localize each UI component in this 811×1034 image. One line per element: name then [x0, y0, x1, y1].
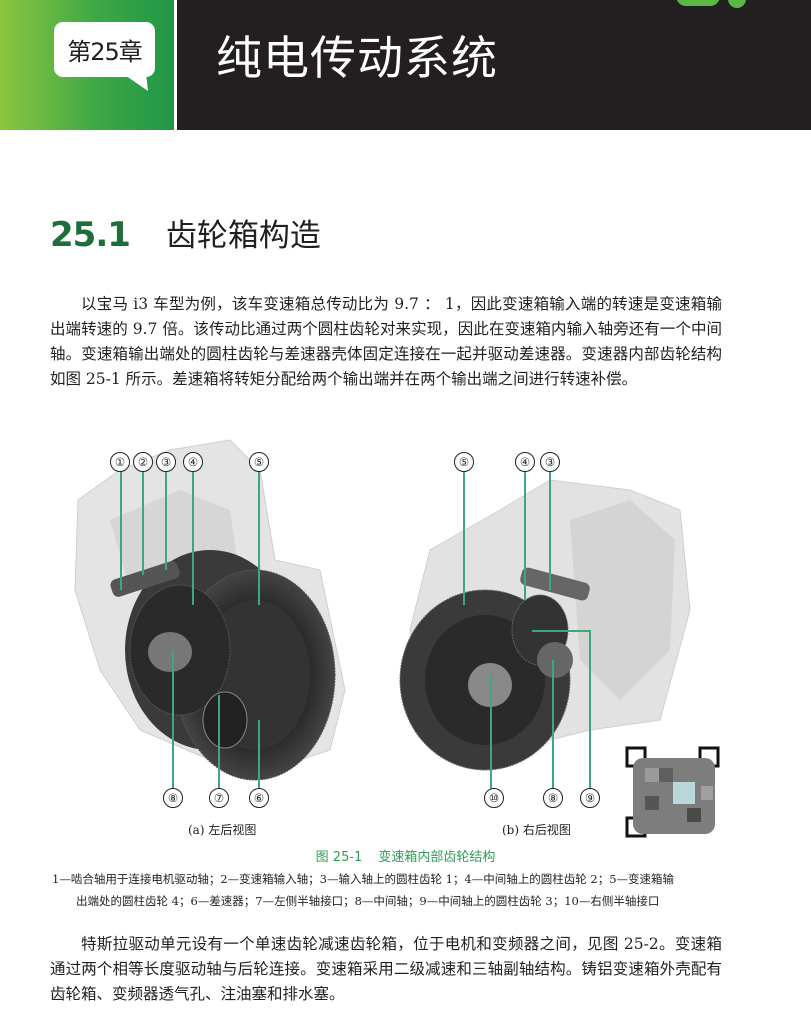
callout-1: ① — [110, 452, 130, 472]
callout-3: ③ — [156, 452, 176, 472]
leader-line — [258, 720, 260, 790]
leader-line — [172, 650, 174, 790]
gearbox-right-view-image — [399, 479, 691, 771]
figure-25-1: ① ② ③ ④ ⑤ ⑧ ⑦ ⑥ (a) 左后视图 ⑤ ④ ③ ⑩ ⑧ ⑨ (b)… — [60, 430, 740, 850]
figure-label: 图 25-1 — [315, 850, 363, 865]
leader-line — [142, 470, 144, 575]
leader-line — [532, 630, 590, 632]
callout-10: ⑩ — [484, 788, 504, 808]
figure-legend: 1—啮合轴用于连接电机驱动轴；2—变速箱输入轴；3—输入轴上的圆柱齿轮 1；4—… — [52, 868, 732, 912]
speech-bubble-tail-icon — [122, 73, 148, 91]
leader-line — [120, 470, 122, 590]
callout-6: ⑥ — [249, 788, 269, 808]
leader-line — [192, 470, 194, 605]
leader-line — [258, 470, 260, 605]
callout-8: ⑧ — [163, 788, 183, 808]
section-number: 25.1 — [50, 215, 131, 255]
leader-line — [490, 675, 492, 790]
legend-line-2: 出端处的圆柱齿轮 4；6—差速器；7—左侧半轴接口；8—中间轴；9—中间轴上的圆… — [76, 894, 660, 908]
chapter-header: 第25章 纯电传动系统 — [0, 0, 811, 130]
section-title: 齿轮箱构造 — [165, 218, 321, 254]
leader-line — [165, 470, 167, 570]
legend-line-1: 1—啮合轴用于连接电机驱动轴；2—变速箱输入轴；3—输入轴上的圆柱齿轮 1；4—… — [52, 872, 675, 886]
qr-code-icon[interactable] — [625, 746, 720, 838]
callout-5-right: ⑤ — [454, 452, 474, 472]
callout-8-right: ⑧ — [543, 788, 563, 808]
callout-7: ⑦ — [209, 788, 229, 808]
leader-line — [463, 470, 465, 605]
subfigure-caption-a: (a) 左后视图 — [188, 823, 257, 837]
chapter-badge: 第25章 — [54, 22, 155, 77]
gearbox-left-view-image — [74, 439, 346, 781]
figure-title-text: 变速箱内部齿轮结构 — [378, 850, 496, 865]
callout-4: ④ — [183, 452, 203, 472]
leader-line — [589, 630, 591, 790]
chapter-title: 纯电传动系统 — [216, 31, 498, 85]
body-paragraph-2: 特斯拉驱动单元设有一个单速齿轮减速齿轮箱，位于电机和变频器之间，见图 25-2。… — [50, 935, 722, 1003]
leader-line — [524, 470, 526, 600]
leader-line — [218, 695, 220, 790]
callout-9: ⑨ — [580, 788, 600, 808]
callout-2: ② — [133, 452, 153, 472]
decorative-dot — [728, 0, 746, 8]
figure-title: 图 25-1 变速箱内部齿轮结构 — [0, 846, 811, 865]
callout-4-right: ④ — [515, 452, 535, 472]
callout-3-right: ③ — [540, 452, 560, 472]
leader-line — [549, 470, 551, 590]
subfigure-caption-b: (b) 右后视图 — [502, 823, 571, 837]
callout-5: ⑤ — [249, 452, 269, 472]
leader-line — [552, 660, 554, 790]
body-paragraph-1: 以宝马 i3 车型为例，该车变速箱总传动比为 9.7 ： 1，因此变速箱输入端的… — [50, 295, 722, 388]
decorative-shape — [676, 0, 720, 6]
section-heading: 25.1 齿轮箱构造 — [50, 210, 321, 255]
chapter-header-dark-block — [177, 0, 811, 130]
